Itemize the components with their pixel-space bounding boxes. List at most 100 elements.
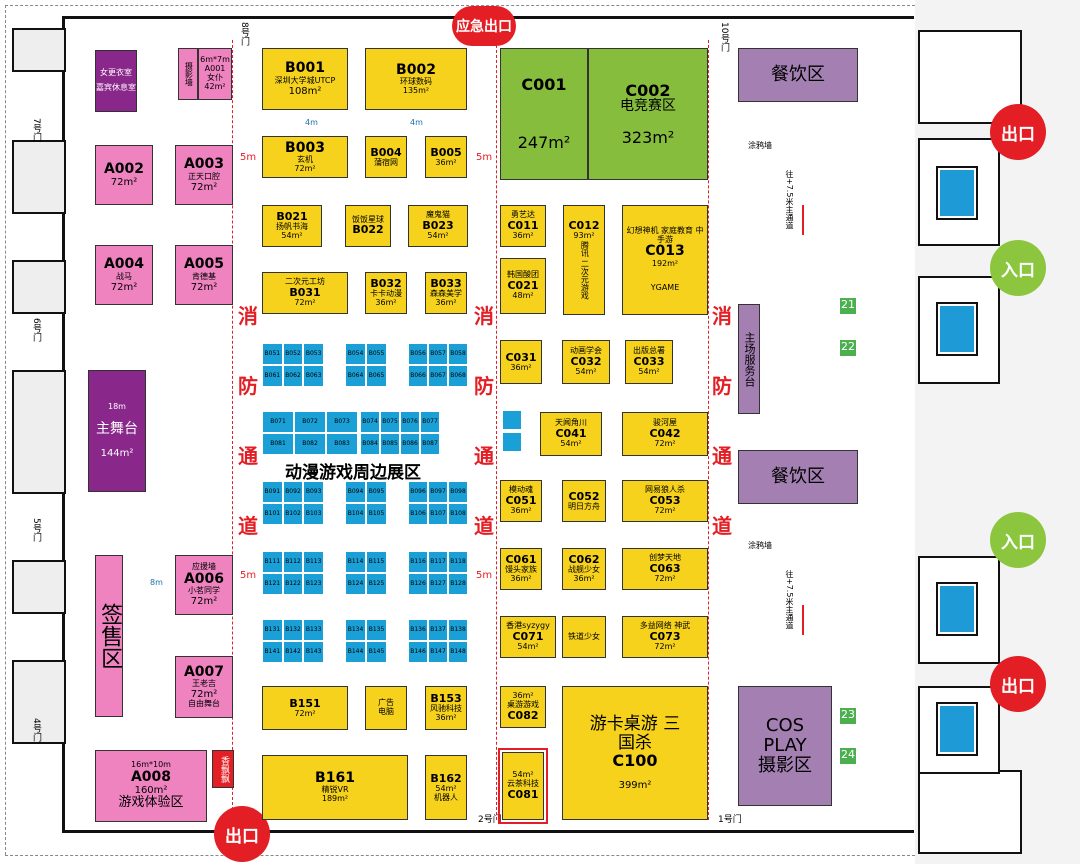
booth-B098[interactable]: B098 [448, 481, 468, 503]
booth-B146[interactable]: B146 [408, 641, 428, 663]
booth-B131[interactable]: B131 [262, 619, 283, 641]
entrance-marker-right-bottom[interactable]: 入口 [990, 512, 1046, 568]
booth-A007[interactable]: A007 王老吉 72m² 自由舞台 [175, 656, 233, 718]
booth-A002[interactable]: A002 72m² [95, 145, 153, 205]
booth-B106[interactable]: B106 [408, 503, 428, 525]
booth-C001[interactable]: C001 247m² [500, 48, 588, 180]
booth-B123[interactable]: B123 [303, 573, 324, 595]
booth-B021[interactable]: B021 扬帆书海 54m² [262, 205, 322, 247]
booth-B054[interactable]: B054 [345, 343, 366, 365]
booth-B052[interactable]: B052 [282, 343, 304, 365]
booth-B082[interactable]: B082 [294, 433, 326, 455]
exit-marker-right-top[interactable]: 出口 [990, 104, 1046, 160]
booth-B115[interactable]: B115 [366, 551, 387, 573]
booth-B134[interactable]: B134 [345, 619, 366, 641]
booth-B068[interactable]: B068 [448, 365, 468, 387]
booth-B004[interactable]: B004 蒲宿网 [365, 136, 407, 178]
booth-B071[interactable]: B071 [262, 411, 294, 433]
booth-B077[interactable]: B077 [420, 411, 440, 433]
booth-C011[interactable]: 勇艺达 C011 36m² [500, 205, 546, 247]
booth-B124[interactable]: B124 [345, 573, 366, 595]
booth-A001[interactable]: 6m*7m A001 女仆 42m² [198, 48, 232, 100]
booth-C031[interactable]: C031 36m² [500, 340, 542, 384]
booth-B153[interactable]: B153 风驰科技 36m² [425, 686, 467, 730]
booth-A003[interactable]: A003 正天口腔 72m² [175, 145, 233, 205]
booth-B051[interactable]: B051 [262, 343, 283, 365]
booth-B074[interactable]: B074 [360, 411, 380, 433]
booth-B103[interactable]: B103 [303, 503, 324, 525]
booth-B105[interactable]: B105 [366, 503, 387, 525]
booth-B144[interactable]: B144 [345, 641, 366, 663]
booth-B057[interactable]: B057 [428, 343, 448, 365]
booth-B092[interactable]: B092 [282, 481, 304, 503]
booth-C033[interactable]: 出版总署 C033 54m² [625, 340, 673, 384]
booth-C-blue-small-2[interactable] [502, 432, 522, 452]
booth-B118[interactable]: B118 [448, 551, 468, 573]
booth-B087[interactable]: B087 [420, 433, 440, 455]
booth-B022[interactable]: 饭饭星球 B022 [345, 205, 391, 247]
booth-B062[interactable]: B062 [282, 365, 304, 387]
main-service-desk[interactable]: 主场服务台 [738, 304, 760, 414]
booth-B147[interactable]: B147 [428, 641, 448, 663]
booth-B085[interactable]: B085 [380, 433, 400, 455]
booth-B142[interactable]: B142 [282, 641, 304, 663]
booth-C051[interactable]: 模动魂 C051 36m² [500, 480, 542, 522]
booth-C012[interactable]: C012 93m² 腾讯 二次元游戏 [563, 205, 605, 315]
booth-C032[interactable]: 动画学会 C032 54m² [562, 340, 610, 384]
booth-B162[interactable]: B162 54m² 机器人 [425, 755, 467, 820]
booth-B127[interactable]: B127 [428, 573, 448, 595]
booth-C061[interactable]: C061 馒头家族 36m² [500, 548, 542, 590]
booth-B133[interactable]: B133 [303, 619, 324, 641]
booth-B055[interactable]: B055 [366, 343, 387, 365]
booth-B137[interactable]: B137 [428, 619, 448, 641]
booth-B064[interactable]: B064 [345, 365, 366, 387]
booth-B136[interactable]: B136 [408, 619, 428, 641]
booth-B121[interactable]: B121 [262, 573, 283, 595]
booth-B143[interactable]: B143 [303, 641, 324, 663]
booth-B053[interactable]: B053 [303, 343, 324, 365]
dining-area-top[interactable]: 餐饮区 [738, 48, 858, 102]
booth-B148[interactable]: B148 [448, 641, 468, 663]
exit-marker-right-bottom[interactable]: 出口 [990, 656, 1046, 712]
booth-B005[interactable]: B005 36m² [425, 136, 467, 178]
booth-C100[interactable]: 游卡桌游 三国杀 C100 399m² [562, 686, 708, 820]
emergency-exit-marker[interactable]: 应急出口 [452, 6, 516, 46]
booth-B107[interactable]: B107 [428, 503, 448, 525]
booth-B072[interactable]: B072 [294, 411, 326, 433]
booth-B116[interactable]: B116 [408, 551, 428, 573]
booth-C063[interactable]: 创梦天地 C063 72m² [622, 548, 708, 590]
booth-C041[interactable]: 天闻角川 C041 54m² [540, 412, 602, 456]
booth-C081[interactable]: 54m² 云茶科技 C081 [498, 748, 548, 824]
booth-B138[interactable]: B138 [448, 619, 468, 641]
booth-B128[interactable]: B128 [448, 573, 468, 595]
booth-B097[interactable]: B097 [428, 481, 448, 503]
booth-B033[interactable]: B033 森森美学 36m² [425, 272, 467, 314]
booth-B096[interactable]: B096 [408, 481, 428, 503]
exit-marker-bottom-left[interactable]: 出口 [214, 806, 270, 862]
booth-C013[interactable]: 幻想神机 家庭教育 中手游 C013 192m² YGAME [622, 205, 708, 315]
booth-B002[interactable]: B002 环球数码 135m² [365, 48, 467, 110]
booth-ad-elec[interactable]: 广告 电脑 [365, 686, 407, 730]
booth-B001[interactable]: B001 深圳大学城UTCP 108m² [262, 48, 348, 110]
booth-B132[interactable]: B132 [282, 619, 304, 641]
booth-B058[interactable]: B058 [448, 343, 468, 365]
booth-B117[interactable]: B117 [428, 551, 448, 573]
booth-B145[interactable]: B145 [366, 641, 387, 663]
booth-B102[interactable]: B102 [282, 503, 304, 525]
booth-B095[interactable]: B095 [366, 481, 387, 503]
booth-B003[interactable]: B003 玄机 72m² [262, 136, 348, 178]
booth-C082[interactable]: 36m² 桌游游戏 C082 [500, 686, 546, 728]
booth-B086[interactable]: B086 [400, 433, 420, 455]
booth-A005[interactable]: A005 肯德基 72m² [175, 245, 233, 305]
booth-B031[interactable]: 二次元工坊 B031 72m² [262, 272, 348, 314]
booth-B061[interactable]: B061 [262, 365, 283, 387]
booth-C053[interactable]: 网易狼人杀 C053 72m² [622, 480, 708, 522]
booth-C042[interactable]: 骏河屋 C042 72m² [622, 412, 708, 456]
booth-B126[interactable]: B126 [408, 573, 428, 595]
booth-C073[interactable]: 多益网络 神武 C073 72m² [622, 616, 708, 658]
booth-B101[interactable]: B101 [262, 503, 283, 525]
booth-B104[interactable]: B104 [345, 503, 366, 525]
booth-B094[interactable]: B094 [345, 481, 366, 503]
booth-B075[interactable]: B075 [380, 411, 400, 433]
booth-B151[interactable]: B151 72m² [262, 686, 348, 730]
